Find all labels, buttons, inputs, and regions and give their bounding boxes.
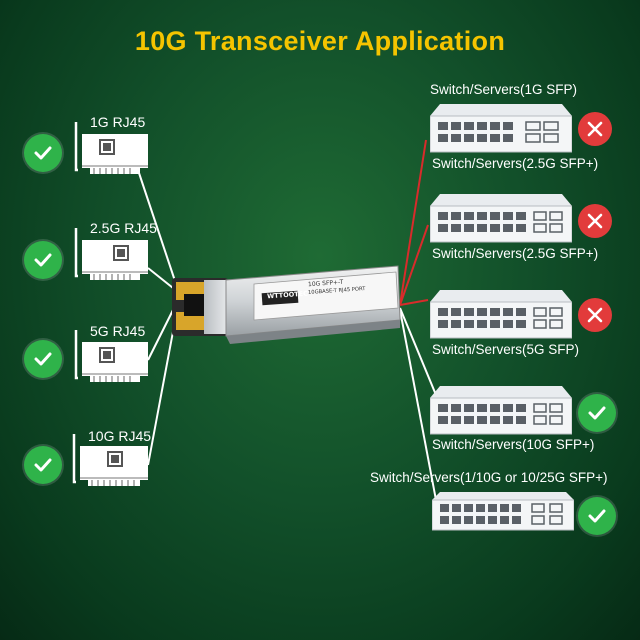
sfp-module-image [172,265,401,344]
switch-icon [430,386,572,436]
network-card-icon [72,432,154,496]
switch-icon [430,104,572,154]
switch-label: Switch/Servers(5G SFP) [432,342,580,357]
switch-label: Switch/Servers(1G SFP) [430,82,578,97]
check-circle-icon [24,134,62,172]
nic-label: 5G RJ45 [90,323,146,339]
switch-label: Switch/Servers(10G SFP+) [432,437,595,452]
network-card-icon [74,328,154,392]
x-circle-icon [578,204,612,238]
check-circle-icon [24,340,62,378]
check-circle-icon [578,497,616,535]
check-circle-icon [578,394,616,432]
switch-label: Switch/Servers(2.5G SFP+) [432,156,599,171]
network-card-icon [74,226,154,290]
switch-icon [430,290,572,340]
check-circle-icon [24,446,62,484]
switch-label: Switch/Servers(1/10G or 10/25G SFP+) [370,470,608,485]
x-circle-icon [578,298,612,332]
nic-label: 1G RJ45 [90,114,146,130]
sfp-module: WTTOOTEC 10G SFP+-T 10GBASE-T RJ45 PORT [170,262,406,350]
page-title: 10G Transceiver Application [134,26,506,56]
switch-icon [430,194,572,244]
nic-label: 2.5G RJ45 [90,220,157,236]
switch-label-duplicate: Switch/Servers(2.5G SFP+) [432,246,599,261]
check-circle-icon [24,241,62,279]
switch-icon [432,492,574,532]
network-card-icon [74,120,154,184]
nic-label: 10G RJ45 [88,428,152,444]
x-circle-icon [578,112,612,146]
